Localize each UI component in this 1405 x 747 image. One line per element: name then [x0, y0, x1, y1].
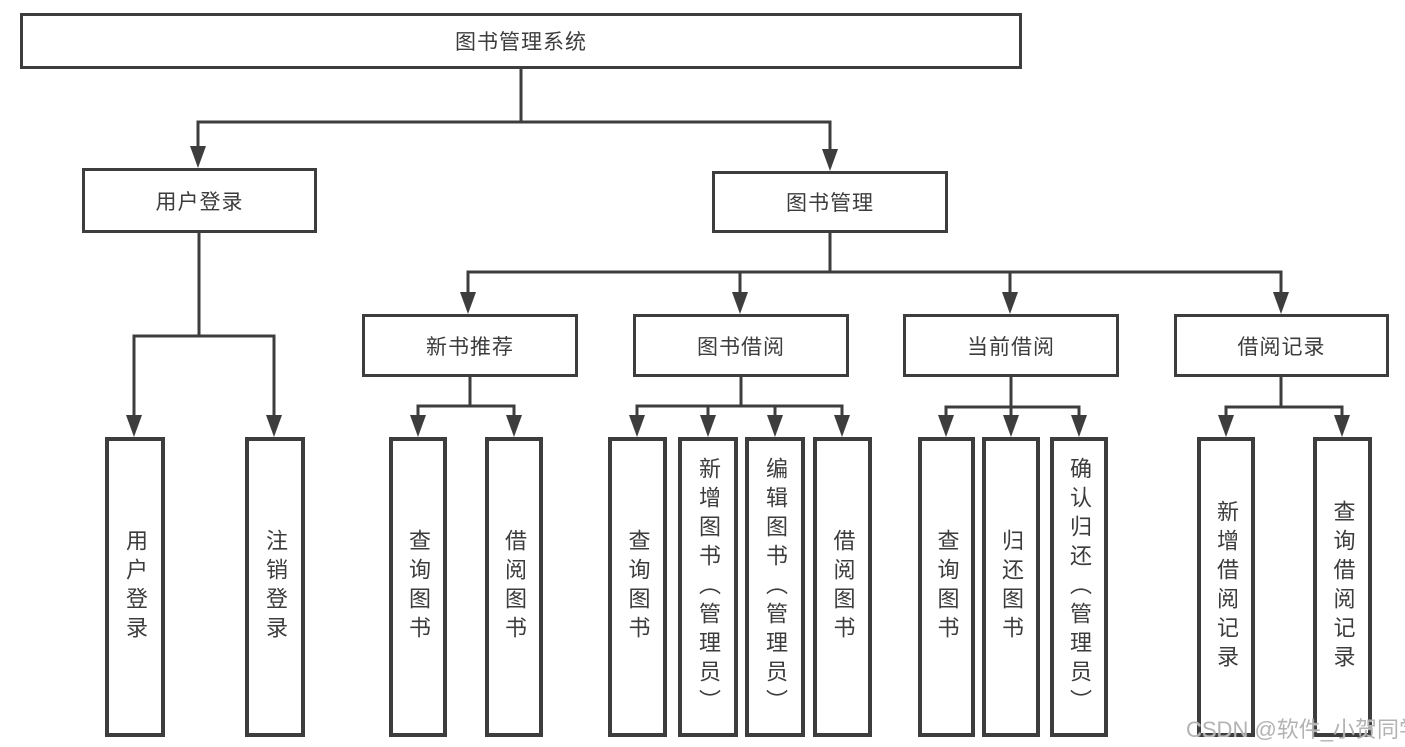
node-label: 图书管理系统: [455, 31, 587, 54]
leaf-label: 编辑图书（管理员）: [763, 456, 788, 718]
leaf-query-borrow-record: 查询借阅记录: [1313, 437, 1372, 737]
leaf-query-books-recommend: 查询图书: [389, 437, 447, 737]
node-new-book-recommend: 新书推荐: [362, 314, 578, 377]
leaf-add-borrow-record: 新增借阅记录: [1197, 437, 1255, 737]
leaf-label: 借阅图书: [502, 529, 527, 645]
leaf-label: 新增借阅记录: [1214, 500, 1239, 674]
node-user-login: 用户登录: [82, 168, 317, 233]
leaf-borrow-books-recommend: 借阅图书: [485, 437, 543, 737]
leaf-confirm-return-admin: 确认归还（管理员）: [1050, 437, 1108, 737]
node-label: 图书借阅: [697, 335, 785, 359]
leaf-label: 查询图书: [406, 529, 431, 645]
leaf-label: 查询借阅记录: [1330, 500, 1356, 674]
node-label: 借阅记录: [1237, 335, 1326, 359]
leaf-label: 查询图书: [625, 529, 651, 645]
leaf-label: 确认归还（管理员）: [1067, 456, 1092, 718]
node-label: 用户登录: [155, 190, 244, 214]
leaf-edit-book-admin: 编辑图书（管理员）: [745, 437, 805, 737]
node-borrow-records: 借阅记录: [1174, 314, 1389, 377]
node-book-borrow: 图书借阅: [633, 314, 849, 377]
node-root: 图书管理系统: [20, 13, 1022, 69]
leaf-add-book-admin: 新增图书（管理员）: [678, 437, 738, 737]
leaf-label: 新增图书（管理员）: [696, 456, 721, 718]
leaf-label: 注销登录: [263, 529, 288, 645]
node-label: 图书管理: [786, 192, 874, 215]
leaf-borrow-books: 借阅图书: [813, 437, 872, 737]
leaf-user-login: 用户登录: [105, 437, 165, 737]
node-label: 当前借阅: [967, 335, 1055, 359]
leaf-query-books-borrow: 查询图书: [608, 437, 667, 737]
leaf-label: 查询图书: [934, 529, 960, 645]
leaf-return-books: 归还图书: [982, 437, 1040, 737]
leaf-query-books-current: 查询图书: [918, 437, 975, 737]
node-label: 新书推荐: [426, 335, 514, 359]
leaf-label: 借阅图书: [830, 529, 856, 645]
node-current-borrow: 当前借阅: [903, 314, 1119, 377]
node-book-management: 图书管理: [712, 171, 948, 233]
leaf-label: 归还图书: [999, 529, 1024, 645]
leaf-logout: 注销登录: [245, 437, 305, 737]
leaf-label: 用户登录: [123, 529, 148, 645]
watermark: CSDN @软件_小贺同学: [1186, 717, 1405, 742]
